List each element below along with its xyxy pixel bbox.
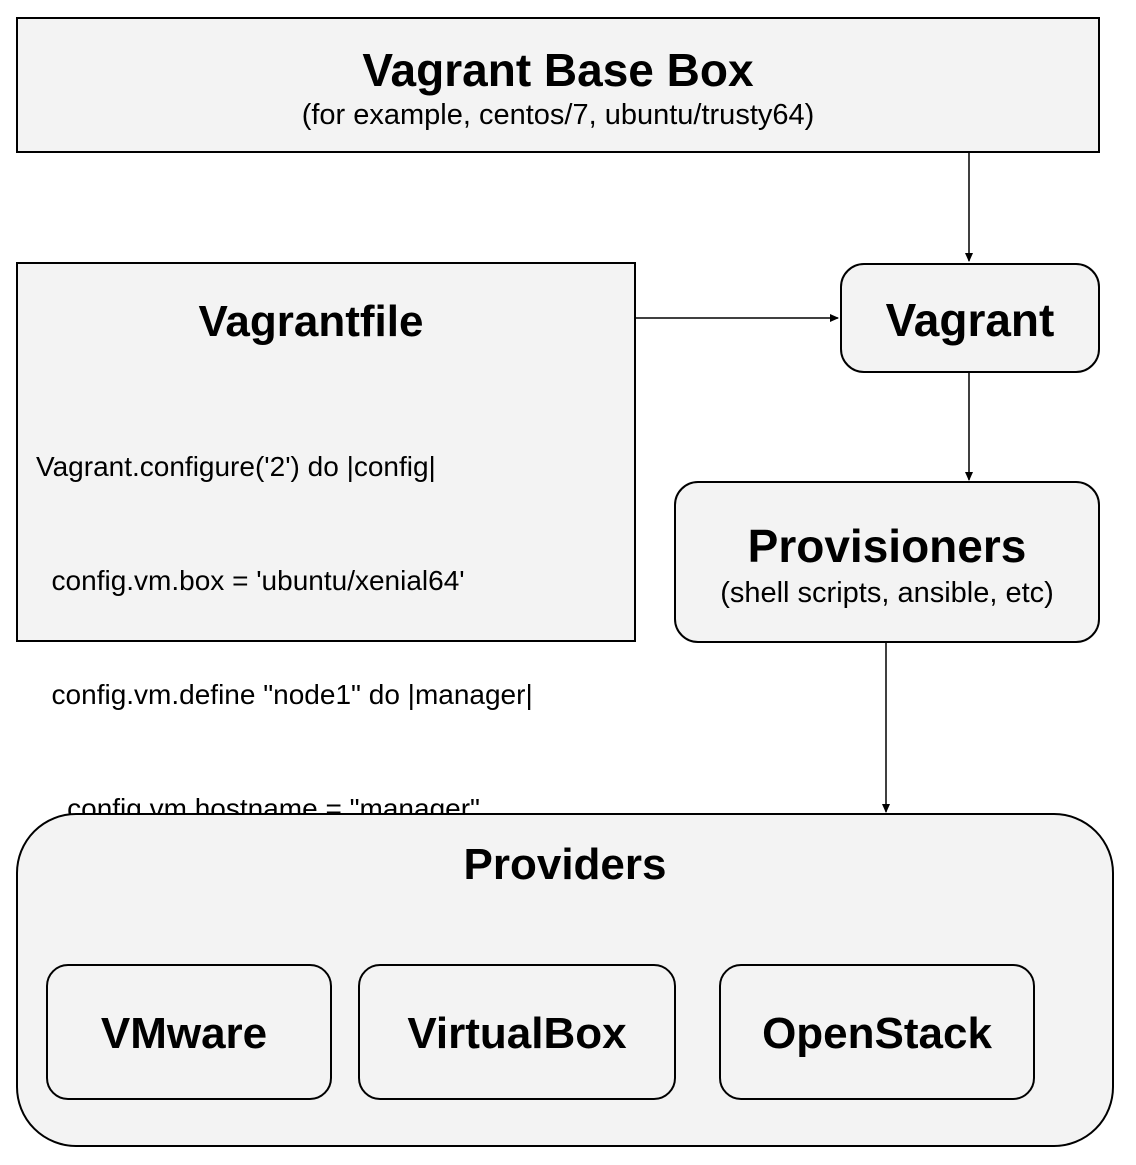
provider-virtualbox: VirtualBox bbox=[358, 964, 676, 1100]
vagrant-node: Vagrant bbox=[840, 263, 1100, 373]
base-box-node: Vagrant Base Box (for example, centos/7,… bbox=[16, 17, 1100, 153]
provisioners-node: Provisioners (shell scripts, ansible, et… bbox=[674, 481, 1100, 643]
vagrantfile-title: Vagrantfile bbox=[198, 297, 424, 346]
providers-node: Providers VMware VirtualBox OpenStack bbox=[16, 813, 1114, 1147]
vagrantfile-node: Vagrantfile Vagrant.configure('2') do |c… bbox=[16, 262, 636, 1052]
vagrant-title: Vagrant bbox=[885, 294, 1055, 346]
provider-virtualbox-label: VirtualBox bbox=[407, 1009, 627, 1058]
provisioners-title: Provisioners bbox=[747, 520, 1027, 572]
provisioners-subtitle: (shell scripts, ansible, etc) bbox=[720, 577, 1054, 609]
provider-openstack: OpenStack bbox=[719, 964, 1035, 1100]
code-line: Vagrant.configure('2') do |config| bbox=[36, 451, 436, 482]
base-box-title: Vagrant Base Box bbox=[362, 44, 754, 96]
providers-title: Providers bbox=[463, 840, 667, 889]
vagrantfile-code: Vagrant.configure('2') do |config| confi… bbox=[36, 372, 533, 1132]
base-box-subtitle: (for example, centos/7, ubuntu/trusty64) bbox=[301, 99, 815, 131]
provider-vmware-label: VMware bbox=[100, 1009, 268, 1058]
code-line: config.vm.box = 'ubuntu/xenial64' bbox=[36, 565, 465, 596]
provider-openstack-label: OpenStack bbox=[762, 1009, 992, 1058]
code-line: config.vm.define "node1" do |manager| bbox=[36, 679, 533, 710]
provider-vmware: VMware bbox=[46, 964, 332, 1100]
